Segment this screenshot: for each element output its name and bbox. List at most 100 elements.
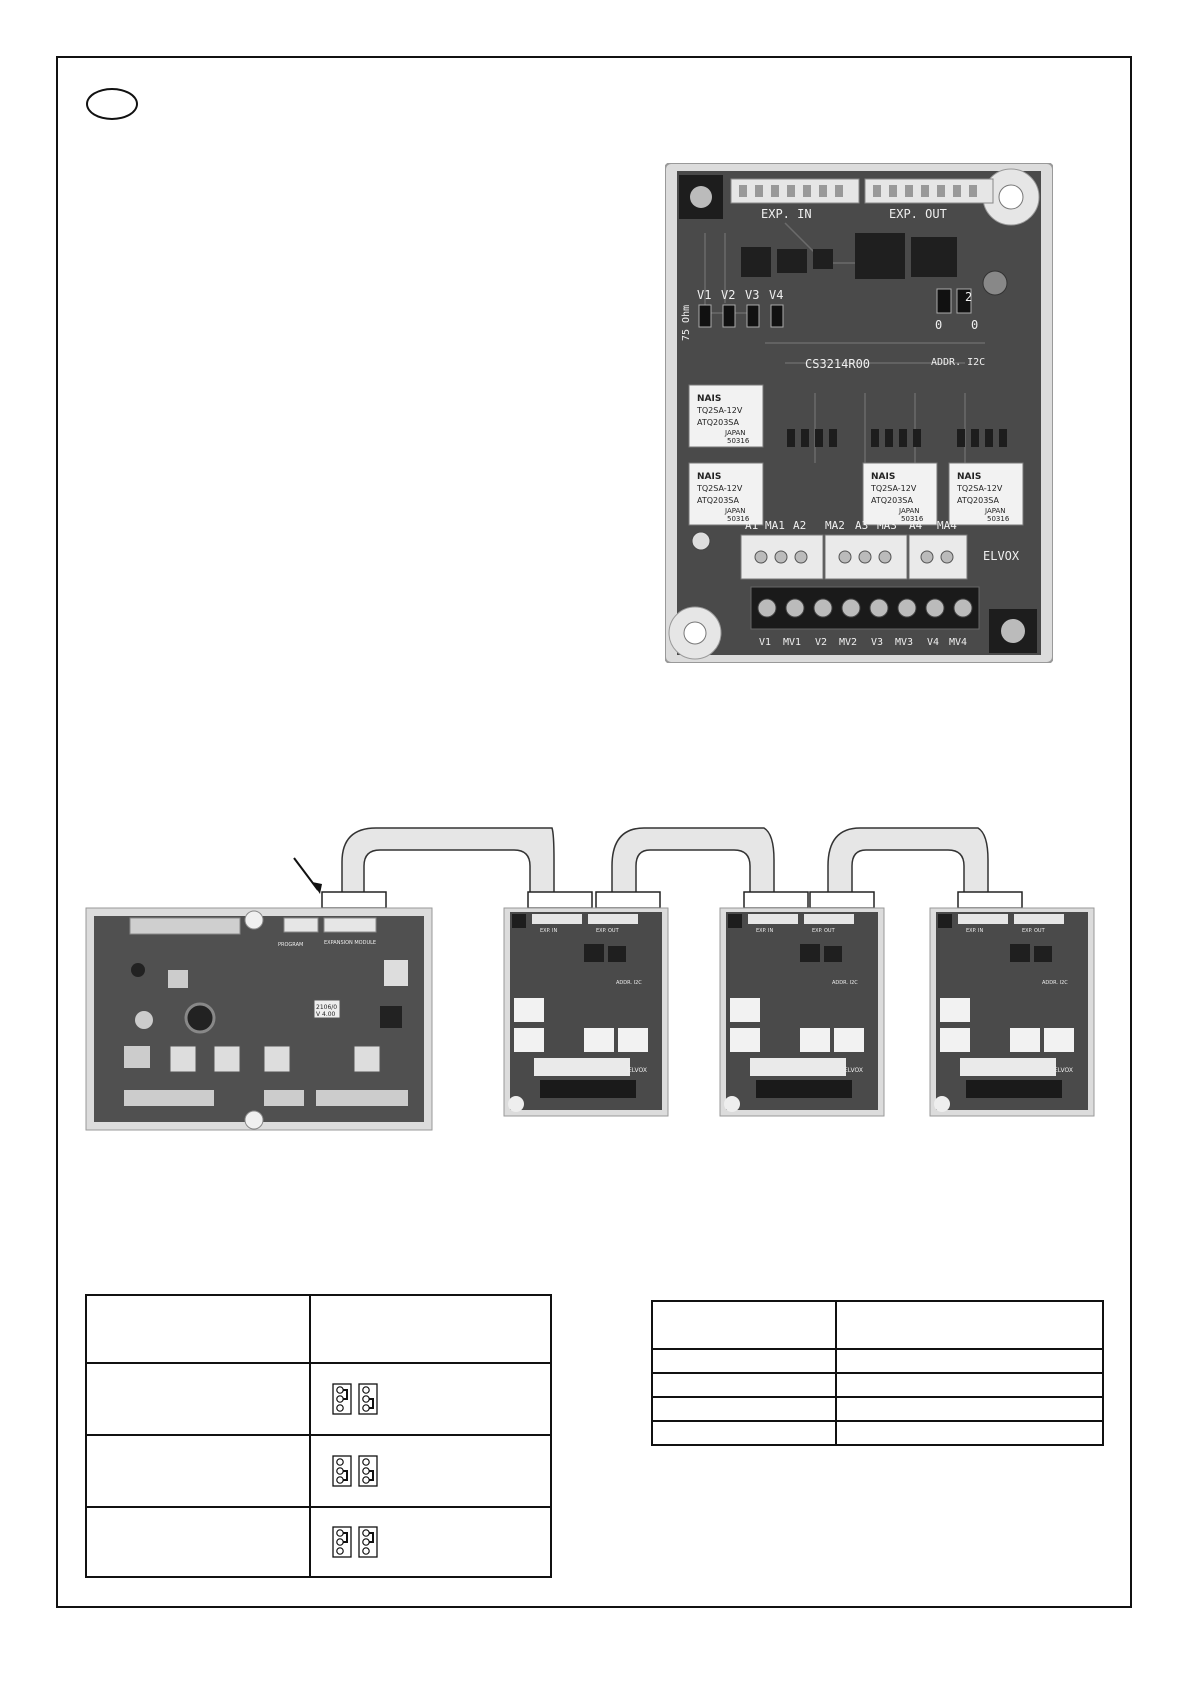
svg-text:50316: 50316 [727, 437, 750, 445]
svg-text:MV4: MV4 [949, 637, 967, 648]
svg-text:50316: 50316 [987, 515, 1010, 523]
exp-out-label: EXP. OUT [889, 207, 947, 221]
audio-labels: A1 MA1 A2 MA2 A3 MA3 A4 MA4 [745, 519, 957, 532]
svg-text:ATQ203SA: ATQ203SA [697, 496, 740, 505]
svg-text:A2: A2 [793, 519, 806, 532]
svg-text:V1: V1 [759, 637, 771, 648]
svg-text:EXP. OUT: EXP. OUT [812, 928, 836, 934]
page-border [56, 56, 1132, 1608]
addr-value-0b: 0 [971, 318, 978, 332]
svg-text:TQ2SA-12V: TQ2SA-12V [696, 484, 743, 493]
svg-text:ADDR. I2C: ADDR. I2C [832, 980, 858, 986]
svg-text:MA1: MA1 [765, 519, 785, 532]
jumper-header-right [358, 1526, 378, 1558]
svg-text:A3: A3 [855, 519, 868, 532]
svg-text:50316: 50316 [901, 515, 924, 523]
svg-text:ADDR. I2C: ADDR. I2C [616, 980, 642, 986]
svg-text:ATQ203SA: ATQ203SA [697, 418, 740, 427]
svg-text:V 4.00: V 4.00 [316, 1011, 336, 1018]
svg-text:EXP. OUT: EXP. OUT [596, 928, 620, 934]
language-marker [86, 88, 138, 120]
svg-text:EXP. IN: EXP. IN [756, 928, 773, 934]
svg-text:ELVOX: ELVOX [844, 1067, 863, 1074]
jumper-label-v4: V4 [769, 288, 783, 302]
svg-text:MA4: MA4 [937, 519, 957, 532]
address-table-cell [651, 1396, 837, 1422]
ohm-label: 75 Ohm [681, 305, 692, 341]
address-table-cell [835, 1372, 1104, 1398]
expansion-module-3: EXP. IN EXP. OUT ADDR. I2C ELVOX [929, 907, 1095, 1117]
address-table-cell [835, 1348, 1104, 1374]
relay-1: NAIS TQ2SA-12V ATQ203SA JAPAN 50316 [688, 384, 764, 448]
svg-text:ELVOX: ELVOX [628, 1067, 647, 1074]
svg-text:PROGRAM: PROGRAM [278, 942, 303, 948]
svg-text:MA3: MA3 [877, 519, 897, 532]
svg-text:ATQ203SA: ATQ203SA [957, 496, 1000, 505]
expansion-module-2: EXP. IN EXP. OUT ADDR. I2C ELVOX [719, 907, 885, 1117]
relay-2: NAIS TQ2SA-12V ATQ203SA JAPAN 50316 [688, 462, 764, 526]
jumper-row-2-label [85, 1434, 311, 1508]
board-code: CS3214R00 [805, 357, 870, 371]
svg-text:V2: V2 [815, 637, 827, 648]
svg-text:JAPAN: JAPAN [724, 507, 746, 515]
svg-text:MV3: MV3 [895, 637, 913, 648]
svg-text:TQ2SA-12V: TQ2SA-12V [956, 484, 1003, 493]
brand-label: ELVOX [983, 549, 1020, 563]
address-table-cell [835, 1396, 1104, 1422]
svg-text:EXP. IN: EXP. IN [540, 928, 557, 934]
svg-text:EXP. IN: EXP. IN [966, 928, 983, 934]
address-table-cell [651, 1348, 837, 1374]
jumper-row-2-diagram [309, 1434, 552, 1508]
connection-diagram: PROGRAM EXPANSION MODULE 2106/0 V 4.00 E… [84, 820, 1114, 1140]
jumper-label-v3: V3 [745, 288, 759, 302]
addr-label: ADDR. I2C [931, 357, 985, 368]
jumper-config-table [85, 1294, 552, 1578]
jumper-table-header-2 [309, 1294, 552, 1364]
svg-text:A4: A4 [909, 519, 923, 532]
svg-text:NAIS: NAIS [957, 472, 981, 482]
addr-value-0a: 0 [935, 318, 942, 332]
jumper-header-left [332, 1455, 352, 1487]
jumper-pair-icon [332, 1383, 378, 1415]
svg-text:V3: V3 [871, 637, 883, 648]
svg-text:TQ2SA-12V: TQ2SA-12V [870, 484, 917, 493]
address-table-header-1 [651, 1300, 837, 1350]
svg-text:NAIS: NAIS [871, 472, 895, 482]
svg-text:JAPAN: JAPAN [984, 507, 1006, 515]
jumper-pair-icon [332, 1455, 378, 1487]
svg-text:ELVOX: ELVOX [1054, 1067, 1073, 1074]
svg-text:MV2: MV2 [839, 637, 857, 648]
svg-text:EXPANSION MODULE: EXPANSION MODULE [324, 940, 376, 946]
svg-text:2106/0: 2106/0 [316, 1004, 337, 1011]
exp-in-label: EXP. IN [761, 207, 812, 221]
jumper-pair-icon [332, 1526, 378, 1558]
jumper-table-header-1 [85, 1294, 311, 1364]
svg-text:NAIS: NAIS [697, 394, 721, 404]
svg-text:50316: 50316 [727, 515, 750, 523]
jumper-header-right [358, 1455, 378, 1487]
jumper-row-3-label [85, 1506, 311, 1578]
svg-text:V4: V4 [927, 637, 939, 648]
address-table-cell [835, 1420, 1104, 1446]
address-table-header-2 [835, 1300, 1104, 1350]
jumper-header-right [358, 1383, 378, 1415]
svg-text:MA2: MA2 [825, 519, 845, 532]
svg-text:MV1: MV1 [783, 637, 801, 648]
svg-text:ATQ203SA: ATQ203SA [871, 496, 914, 505]
svg-text:ADDR. I2C: ADDR. I2C [1042, 980, 1068, 986]
svg-text:TQ2SA-12V: TQ2SA-12V [696, 406, 743, 415]
expansion-module-1: EXP. IN EXP. OUT ADDR. I2C ELVOX [503, 907, 669, 1117]
jumper-header-left [332, 1383, 352, 1415]
address-table-cell [651, 1420, 837, 1446]
address-table-cell [651, 1372, 837, 1398]
address-table [651, 1300, 1104, 1446]
addr-value-2: 2 [965, 290, 972, 304]
jumper-row-1-label [85, 1362, 311, 1436]
jumper-row-3-diagram [309, 1506, 552, 1578]
svg-text:JAPAN: JAPAN [724, 429, 746, 437]
jumper-label-v1: V1 [697, 288, 711, 302]
terminal-labels: V1 MV1 V2 MV2 V3 MV3 V4 MV4 [759, 637, 967, 648]
jumper-label-v2: V2 [721, 288, 735, 302]
jumper-row-1-diagram [309, 1362, 552, 1436]
relay-3: NAIS TQ2SA-12V ATQ203SA JAPAN 50316 [862, 462, 938, 526]
